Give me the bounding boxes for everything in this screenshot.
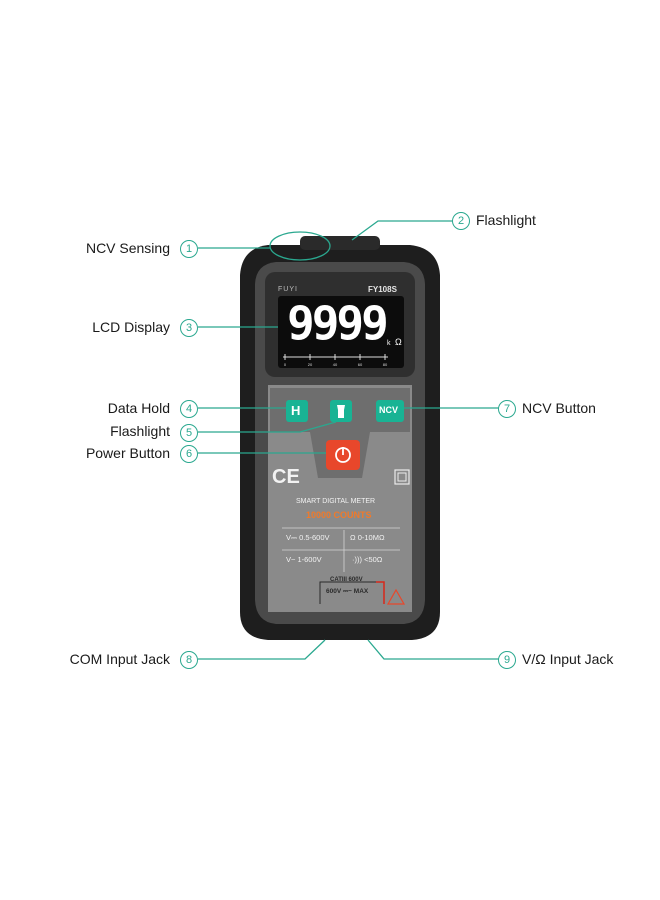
brand-logo: FUYI [278,286,298,293]
spec-continuity: ·))) <50Ω [352,555,383,564]
label-lcd-display: LCD Display [92,319,170,335]
label-ncv-sensing: NCV Sensing [85,240,170,256]
torch-icon [337,405,345,418]
badge-1: 1 [180,240,198,258]
lcd-unit-k: k [387,340,391,347]
leader-lines [198,220,500,660]
counts-label: 10000 COUNTS [306,510,372,520]
front-panel [268,385,412,612]
lcd-reading: 9999 [287,296,389,350]
label-ncv-button: NCV Button [522,400,596,416]
label-com-jack: COM Input Jack [69,651,170,667]
badge-8: 8 [180,651,198,669]
spec-ohm: Ω 0-10MΩ [350,533,385,542]
badge-7: 7 [498,400,516,418]
cat-rating: CATIII 600V [330,577,363,583]
badge-9: 9 [498,651,516,669]
scale-tick-label: 0 [284,362,287,367]
top-nub [300,236,380,250]
max-rating: 600V ⎓~ MAX [326,588,369,595]
badge-2: 2 [452,212,470,230]
badge-6: 6 [180,445,198,463]
scale-tick-label: 20 [308,362,313,367]
ncv-button[interactable] [376,400,404,422]
ncv-button-label: NCV [379,405,399,415]
label-data-hold: Data Hold [107,400,170,416]
meter-title: SMART DIGITAL METER [296,498,376,505]
data-hold-button[interactable] [286,400,308,422]
label-flashlight-top: Flashlight [476,212,536,228]
spec-vac: V~ 1-600V [286,555,322,564]
scale-tick-label: 80 [383,362,388,367]
label-flashlight-button: Flashlight [110,423,170,439]
double-insulation-symbol [394,469,410,485]
label-vohm-jack: V/Ω Input Jack [522,651,614,667]
hold-button-label: H [291,403,301,418]
lcd-screen [278,296,404,368]
badge-3: 3 [180,319,198,337]
label-power-button: Power Button [85,445,170,461]
model-label: FY108S [368,285,397,294]
scale-tick-label: 40 [333,362,338,367]
badge-5: 5 [180,424,198,442]
red-jack-line [376,581,385,604]
scale-tick-label: 60 [358,362,363,367]
lcd-unit-ohm: Ω [395,337,402,347]
spec-vdc: V⎓ 0.5-600V [286,533,330,542]
ncv-sensing-area [269,231,331,261]
ce-mark: CE [272,466,300,488]
warning-triangle [386,588,406,605]
badge-4: 4 [180,400,198,418]
